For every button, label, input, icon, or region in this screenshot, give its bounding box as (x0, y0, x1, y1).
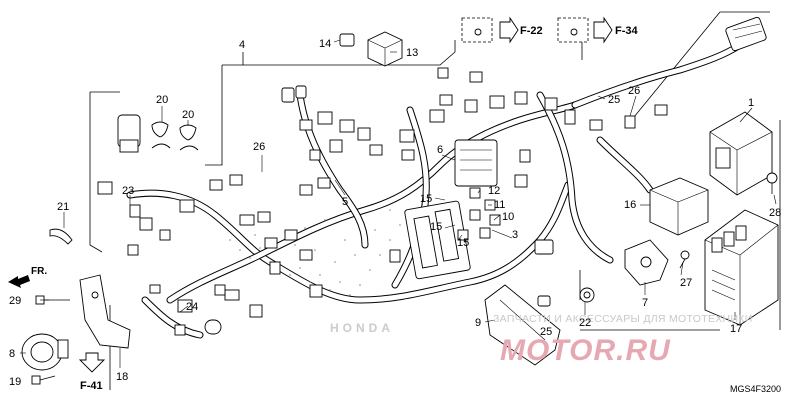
callout-16: 16 (624, 199, 636, 211)
callout-11: 11 (494, 199, 505, 211)
band-21 (49, 228, 73, 245)
callout-29: 29 (9, 295, 21, 307)
clip-25-lower (537, 295, 551, 307)
callout-10: 10 (502, 211, 514, 223)
unit-17 (704, 209, 779, 326)
watermark-text: ЗАПЧАСТИ И АКСЕССУАРЫ ДЛЯ МОТОТЕХНИКИ (493, 313, 753, 325)
cap-14 (339, 33, 355, 47)
ref-f41-arrow (78, 352, 106, 373)
callout-18: 18 (116, 371, 128, 383)
top-right-connector (725, 16, 767, 52)
callout-12: 12 (488, 185, 500, 197)
bolt-19 (31, 375, 56, 385)
callout-5: 5 (342, 196, 348, 208)
callout-28: 28 (769, 207, 781, 219)
clamps-20 (151, 121, 199, 151)
relay-13 (367, 31, 403, 67)
callout-23: 23 (122, 185, 134, 197)
fuse-box (454, 139, 531, 187)
watermark-logo: MOTOR.RU (500, 334, 671, 367)
control-unit-1 (709, 111, 773, 196)
callout-9: 9 (475, 317, 481, 329)
ref-f22-label: F-22 (520, 25, 543, 37)
ref-f34-label: F-34 (615, 25, 639, 37)
leader-lines (20, 39, 777, 368)
callout-26-right: 26 (628, 85, 640, 97)
callout-14: 14 (319, 38, 331, 50)
callout-25-bottom: 25 (540, 326, 552, 338)
callout-17: 17 (730, 323, 742, 335)
sensor-7 (624, 239, 669, 286)
harness-group-frame (89, 11, 781, 390)
small-relays (457, 187, 501, 241)
bolt-28 (766, 172, 778, 194)
unit-16 (649, 177, 709, 236)
callout-22: 22 (579, 317, 591, 329)
callout-27: 27 (680, 277, 692, 289)
bolt-27 (679, 250, 690, 269)
callout-20-b: 20 (182, 109, 194, 121)
relay-assembly (404, 200, 471, 280)
callout-4: 4 (239, 39, 245, 51)
ref-f34-box (557, 16, 613, 44)
horn-8 (21, 333, 69, 371)
ref-f41-label: F-41 (80, 380, 103, 392)
callout-8: 8 (9, 348, 15, 360)
diagram-code: MGS4F3200 (730, 384, 781, 394)
clip-22 (579, 287, 595, 303)
callout-20-a: 20 (156, 94, 168, 106)
callout-3: 3 (512, 229, 518, 241)
brand-mark: HONDA (330, 321, 394, 335)
harness-connectors (97, 67, 668, 336)
callouts: 1 3 4 5 6 7 8 9 10 11 12 13 14 15 15 15 … (9, 38, 781, 388)
callout-21: 21 (57, 201, 69, 213)
callout-1: 1 (748, 97, 754, 109)
cover-9 (484, 284, 561, 366)
callout-25-top: 25 (608, 94, 620, 106)
forward-label: FR. (31, 266, 47, 277)
forward-arrow (8, 275, 30, 288)
bracket-18 (79, 274, 131, 349)
ref-f22-box (461, 16, 519, 44)
callout-15-b: 15 (430, 221, 442, 233)
callout-15-a: 15 (420, 193, 432, 205)
callout-13: 13 (406, 47, 418, 59)
callout-15-c: 15 (457, 237, 469, 249)
callout-24: 24 (186, 301, 198, 313)
callout-19: 19 (9, 376, 21, 388)
callout-26-left: 26 (253, 141, 265, 153)
callout-6: 6 (437, 144, 443, 156)
callout-7: 7 (642, 297, 648, 309)
